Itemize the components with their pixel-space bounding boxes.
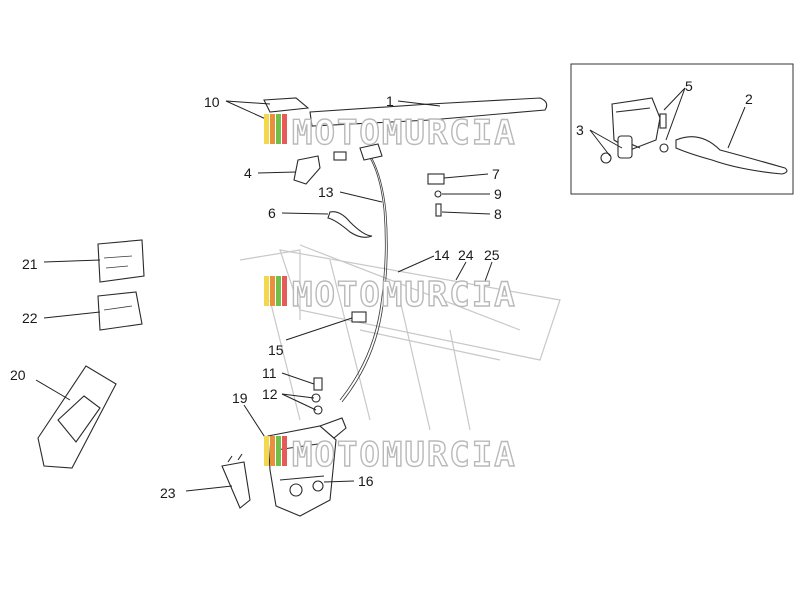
- watermark-bottom: MOTOMURCIA: [264, 434, 517, 476]
- master-cylinder-box: [570, 63, 794, 195]
- callout-8: 8: [494, 206, 502, 222]
- watermark-text: MOTOMURCIA: [292, 275, 517, 315]
- callout-21: 21: [22, 256, 38, 272]
- callout-13: 13: [318, 184, 334, 200]
- pad-kit-21-part[interactable]: [97, 239, 145, 283]
- brake-hose-part[interactable]: [339, 149, 388, 403]
- callout-24: 24: [458, 247, 474, 263]
- callout-22: 22: [22, 310, 38, 326]
- callout-14: 14: [434, 247, 450, 263]
- callout-labels: 10 1 2 3 5 4 6 7 9 8 13 14 24 25 15 11 1…: [10, 78, 753, 501]
- brake-pads-part[interactable]: [37, 365, 117, 469]
- callout-6: 6: [268, 205, 276, 221]
- callout-15: 15: [268, 342, 284, 358]
- watermark-middle: MOTOMURCIA: [264, 274, 517, 316]
- callout-19: 19: [232, 390, 248, 406]
- callout-12: 12: [262, 386, 278, 402]
- pad-kit-22-part[interactable]: [97, 291, 143, 331]
- callout-25: 25: [484, 247, 500, 263]
- callout-20: 20: [10, 367, 26, 383]
- watermark-text: MOTOMURCIA: [292, 435, 517, 475]
- callout-1: 1: [386, 93, 394, 109]
- watermark-top: MOTOMURCIA: [264, 112, 517, 154]
- hose-clip-part[interactable]: [327, 211, 373, 238]
- callout-9: 9: [494, 186, 502, 202]
- callout-3: 3: [576, 122, 584, 138]
- rubber-cap-part[interactable]: [293, 155, 321, 185]
- watermark-text: MOTOMURCIA: [292, 113, 517, 153]
- master-cylinder-part[interactable]: [611, 97, 661, 159]
- callout-5: 5: [685, 78, 693, 94]
- callout-7: 7: [492, 166, 500, 182]
- callout-10: 10: [204, 94, 220, 110]
- handlebar-lever-part[interactable]: [263, 97, 548, 161]
- motorcycle-frame-outline: [239, 244, 561, 431]
- callout-16: 16: [358, 473, 374, 489]
- callout-2: 2: [745, 91, 753, 107]
- leader-lines: [35, 87, 746, 492]
- callout-4: 4: [244, 165, 252, 181]
- brake-lever-part[interactable]: [675, 136, 788, 175]
- brake-switch-part[interactable]: [427, 173, 445, 217]
- caliper-bracket-part[interactable]: [221, 453, 251, 509]
- callout-23: 23: [160, 485, 176, 501]
- callout-11: 11: [262, 365, 277, 381]
- hose-fitting-part[interactable]: [311, 311, 367, 415]
- screw-part[interactable]: [600, 113, 669, 164]
